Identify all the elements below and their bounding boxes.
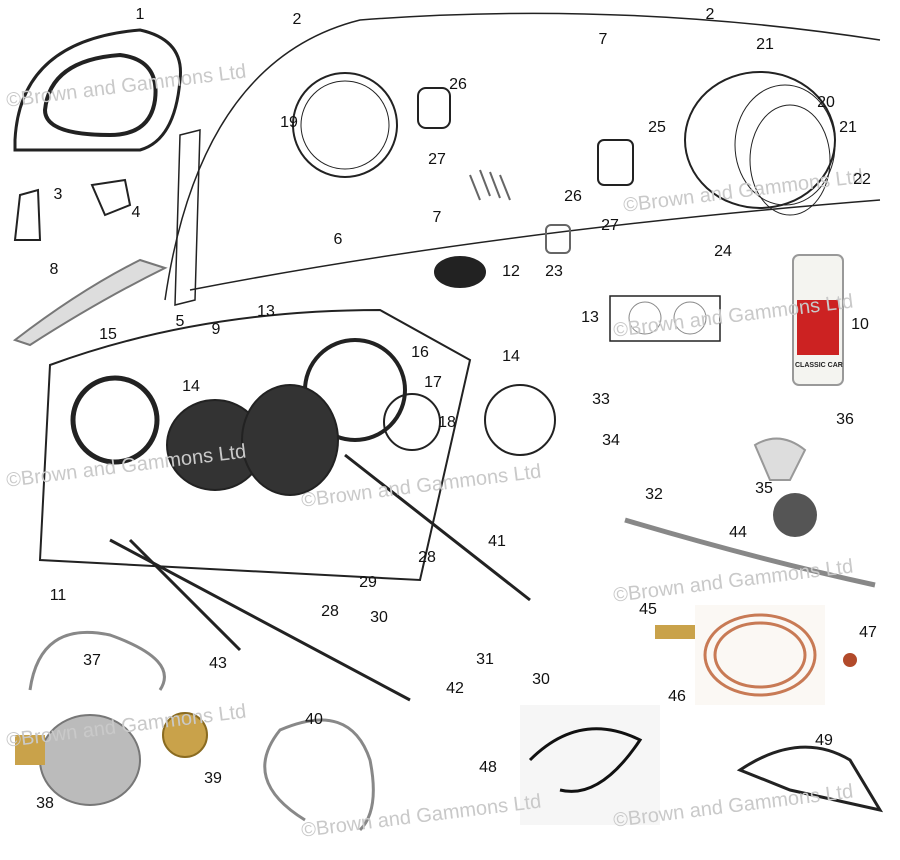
callout-16: 16 — [411, 344, 429, 361]
part-9-panel — [38, 308, 472, 582]
callout-40: 40 — [305, 711, 323, 728]
part-8-handle — [12, 258, 168, 347]
part-35-switch — [753, 437, 807, 481]
callout-31: 31 — [476, 651, 494, 668]
part-43-cable — [128, 538, 242, 652]
callout-42: 42 — [446, 680, 464, 697]
callout-14: 14 — [182, 378, 200, 395]
callout-37: 37 — [83, 652, 101, 669]
callout-30: 30 — [532, 671, 550, 688]
callout-34: 34 — [602, 432, 620, 449]
part-48-loom-box — [520, 705, 660, 825]
callout-2: 2 — [292, 11, 302, 28]
callout-4: 4 — [131, 204, 141, 221]
callout-27: 27 — [428, 151, 446, 168]
callout-11: 11 — [49, 587, 67, 604]
callout-44: 44 — [729, 524, 747, 541]
part-15-gauge — [70, 375, 160, 465]
part-13-box — [609, 295, 721, 342]
callout-33: 33 — [592, 391, 610, 408]
callout-27: 27 — [601, 217, 619, 234]
part-14-ignition — [484, 384, 556, 456]
part-1-seal — [13, 28, 182, 152]
part-37-cable — [28, 630, 166, 691]
dash-panel-top — [164, 12, 881, 301]
part-42-cable — [109, 538, 411, 702]
part-44-hose — [624, 517, 876, 588]
part-5-trim — [174, 129, 201, 306]
part-45-tee — [655, 625, 695, 639]
part-22-glass — [749, 104, 831, 216]
callout-13: 13 — [257, 303, 275, 320]
callout-5: 5 — [175, 313, 185, 330]
callout-28: 28 — [321, 603, 339, 620]
callout-26: 26 — [564, 188, 582, 205]
callout-46: 46 — [668, 688, 686, 705]
part-38-unit — [39, 714, 141, 806]
part-49-seal — [736, 745, 884, 813]
callout-2: 2 — [705, 6, 715, 23]
callout-9: 9 — [211, 321, 221, 338]
callout-25: 25 — [648, 119, 666, 136]
callout-39: 39 — [204, 770, 222, 787]
callout-13: 13 — [581, 309, 599, 326]
part-47-washer — [843, 653, 857, 667]
callout-7: 7 — [598, 31, 608, 48]
callout-15: 15 — [99, 326, 117, 343]
callout-29: 29 — [359, 574, 377, 591]
callout-36: 36 — [836, 411, 854, 428]
callout-21: 21 — [839, 119, 857, 136]
part-12-switch — [434, 256, 486, 288]
part-7-bolts — [469, 169, 511, 201]
callout-18: 18 — [438, 414, 456, 431]
callout-20: 20 — [817, 94, 835, 111]
callout-23: 23 — [545, 263, 563, 280]
part-3 — [13, 188, 42, 241]
spray-can-label: CLASSIC CAR — [795, 362, 843, 369]
callout-14: 14 — [502, 348, 520, 365]
callout-19: 19 — [280, 114, 298, 131]
callout-22: 22 — [853, 171, 871, 188]
part-23 — [545, 224, 571, 254]
callout-47: 47 — [859, 624, 877, 641]
callout-32: 32 — [645, 486, 663, 503]
callout-1: 1 — [135, 6, 145, 23]
callout-35: 35 — [755, 480, 773, 497]
part-18-lens — [383, 393, 441, 451]
part-39-unit — [162, 712, 208, 758]
callout-3: 3 — [53, 186, 63, 203]
callout-38: 38 — [36, 795, 54, 812]
part-40-cable — [263, 718, 375, 832]
callout-28: 28 — [418, 549, 436, 566]
callout-49: 49 — [815, 732, 833, 749]
part-41-cable — [344, 453, 531, 602]
callout-41: 41 — [488, 533, 506, 550]
dash-panel-bottom — [189, 199, 881, 291]
callout-30: 30 — [370, 609, 388, 626]
callout-26: 26 — [449, 76, 467, 93]
callout-17: 17 — [424, 374, 442, 391]
callout-6: 6 — [333, 231, 343, 248]
callout-8: 8 — [49, 261, 59, 278]
callout-21: 21 — [756, 36, 774, 53]
part-26-switch-b — [597, 139, 634, 186]
part-26-switch — [417, 87, 451, 129]
part-19-gauge — [292, 72, 398, 178]
callout-12: 12 — [502, 263, 520, 280]
callout-48: 48 — [479, 759, 497, 776]
callout-10: 10 — [851, 316, 869, 333]
callout-7: 7 — [432, 209, 442, 226]
callout-43: 43 — [209, 655, 227, 672]
callout-45: 45 — [639, 601, 657, 618]
part-1-inner — [42, 52, 158, 138]
part-13-switch — [241, 384, 339, 496]
part-4 — [90, 178, 132, 217]
callout-24: 24 — [714, 243, 732, 260]
